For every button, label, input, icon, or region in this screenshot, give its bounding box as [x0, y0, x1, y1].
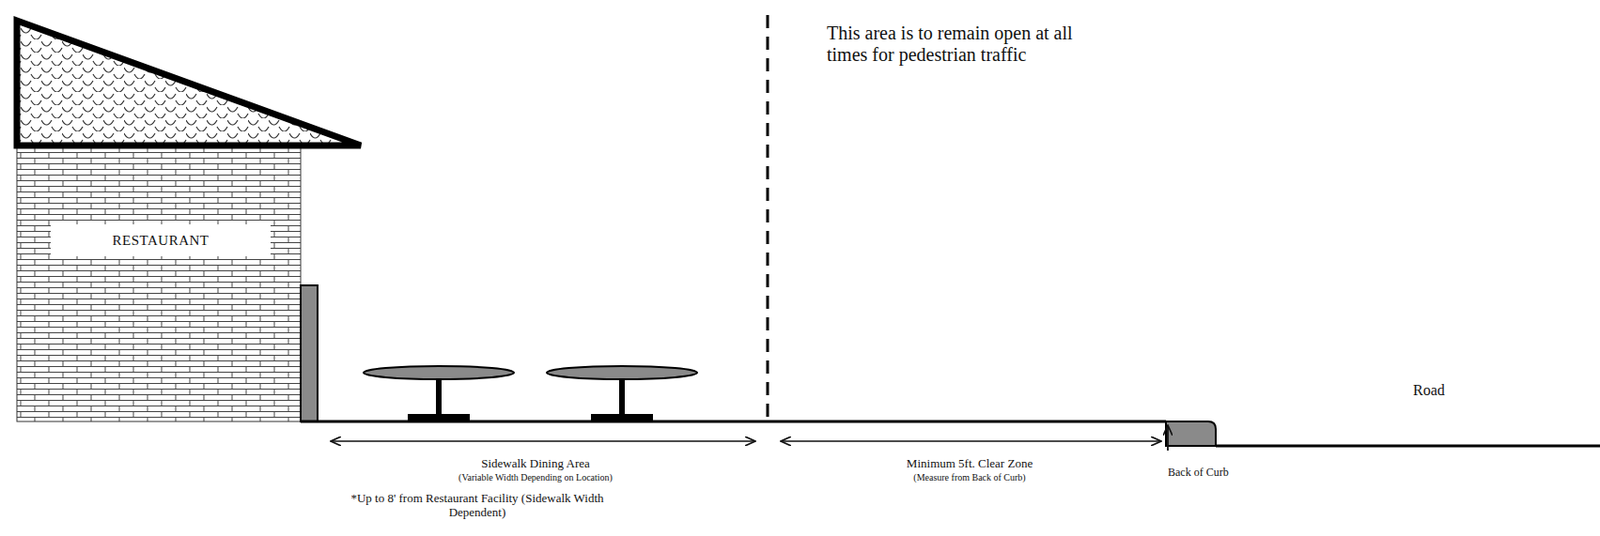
roof [16, 20, 361, 146]
sign-box: RESTAURANT [50, 224, 271, 257]
pedestrian-note: This area is to remain open at all times… [826, 22, 1109, 66]
brick-wall [16, 147, 301, 422]
dimension-note: (Variable Width Depending on Location) [458, 472, 613, 484]
sign-text: RESTAURANT [112, 233, 210, 249]
barrier-post [300, 285, 318, 422]
dimension-arrow [780, 440, 1162, 443]
dimension-label: Sidewalk Dining Area [481, 457, 591, 472]
curb-label: Back of Curb [1167, 466, 1229, 481]
pointer-arrow [1166, 425, 1169, 451]
dimension-arrow [330, 440, 756, 443]
dimension-note: (Measure from Back of Curb) [913, 472, 1026, 484]
dimension-label: Minimum 5ft. Clear Zone [906, 457, 1033, 472]
table [546, 366, 698, 421]
road-label: Road [1413, 382, 1445, 400]
road-line [1215, 445, 1600, 449]
curb [1165, 421, 1216, 447]
dashed-divider [766, 15, 770, 420]
footnote: *Up to 8' from Restaurant Facility (Side… [336, 492, 619, 521]
table [363, 366, 514, 421]
